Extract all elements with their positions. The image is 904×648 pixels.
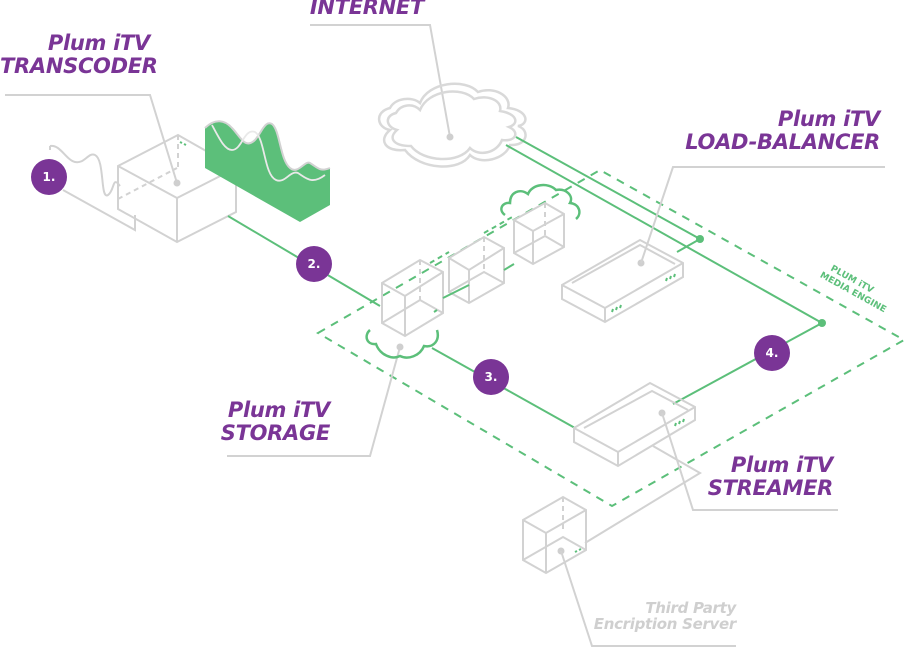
storage-cloud-icon [365,329,439,359]
storage-leader-line [227,346,401,457]
storage-internal-links [429,215,515,299]
storage-cloud-top-icon [500,183,581,220]
streamer-label-line1: Plum iTV [730,453,833,477]
load-balancer-rack-server-icon [561,238,684,324]
storage-cube-icon-1 [381,258,444,338]
streamer-leader-line [661,412,838,511]
storage-label: Plum iTV STORAGE [220,398,331,445]
streamer-rack-server-icon [573,381,696,468]
step-badge-1-label: 1. [43,170,56,184]
encryption-label-line1: Third Party [645,599,736,617]
transcoder-leader-line [5,94,178,184]
encryption-label: Third Party Encription Server [586,599,737,634]
storage-cube-icon-2 [448,235,505,305]
internet-uplink-lines [505,136,826,327]
load-balancer-label: Plum iTV LOAD-BALANCER [680,108,880,153]
load-balancer-label-line2: LOAD-BALANCER [685,129,880,154]
encryption-server-box-icon [522,495,587,575]
step-badge-4: 4. [754,335,790,371]
transcoder-label-line1: Plum iTV [47,31,150,55]
transcoder-server-box-icon [117,133,237,244]
load-balancer-leader-line [640,166,885,264]
streamer-encryption-link [584,445,702,544]
step-badge-4-label: 4. [766,346,779,360]
encryption-label-line2: Encription Server [593,615,737,634]
step-badge-3: 3. [473,359,509,395]
step-badge-3-label: 3. [485,370,498,384]
media-engine-label: PLUM iTV MEDIA ENGINE [818,264,888,315]
storage-label-line1: Plum iTV [227,398,330,422]
output-waveform-icon [204,120,331,222]
encryption-leader-line [560,550,736,647]
storage-label-line2: STORAGE [220,420,331,445]
storage-cube-icon-3 [513,201,565,266]
transcoder-label-line2: TRANSCODER [0,53,158,78]
internet-label-line1: INTERNET [309,0,424,19]
streamer-label: Plum iTV STREAMER [705,453,834,500]
internet-label: INTERNET [300,0,424,19]
transcoder-label: Plum iTV TRANSCODER [0,31,158,78]
load-balancer-label-line1: Plum iTV [777,107,880,131]
internet-cloud-icon [377,82,527,168]
step-badge-2-label: 2. [308,257,321,271]
internet-leader-line [310,24,451,138]
step-badge-2: 2. [296,246,332,282]
step-badge-1: 1. [31,159,67,195]
streamer-label-line2: STREAMER [707,475,834,500]
input-waveform-icon [49,144,136,232]
media-engine-boundary [316,168,904,508]
